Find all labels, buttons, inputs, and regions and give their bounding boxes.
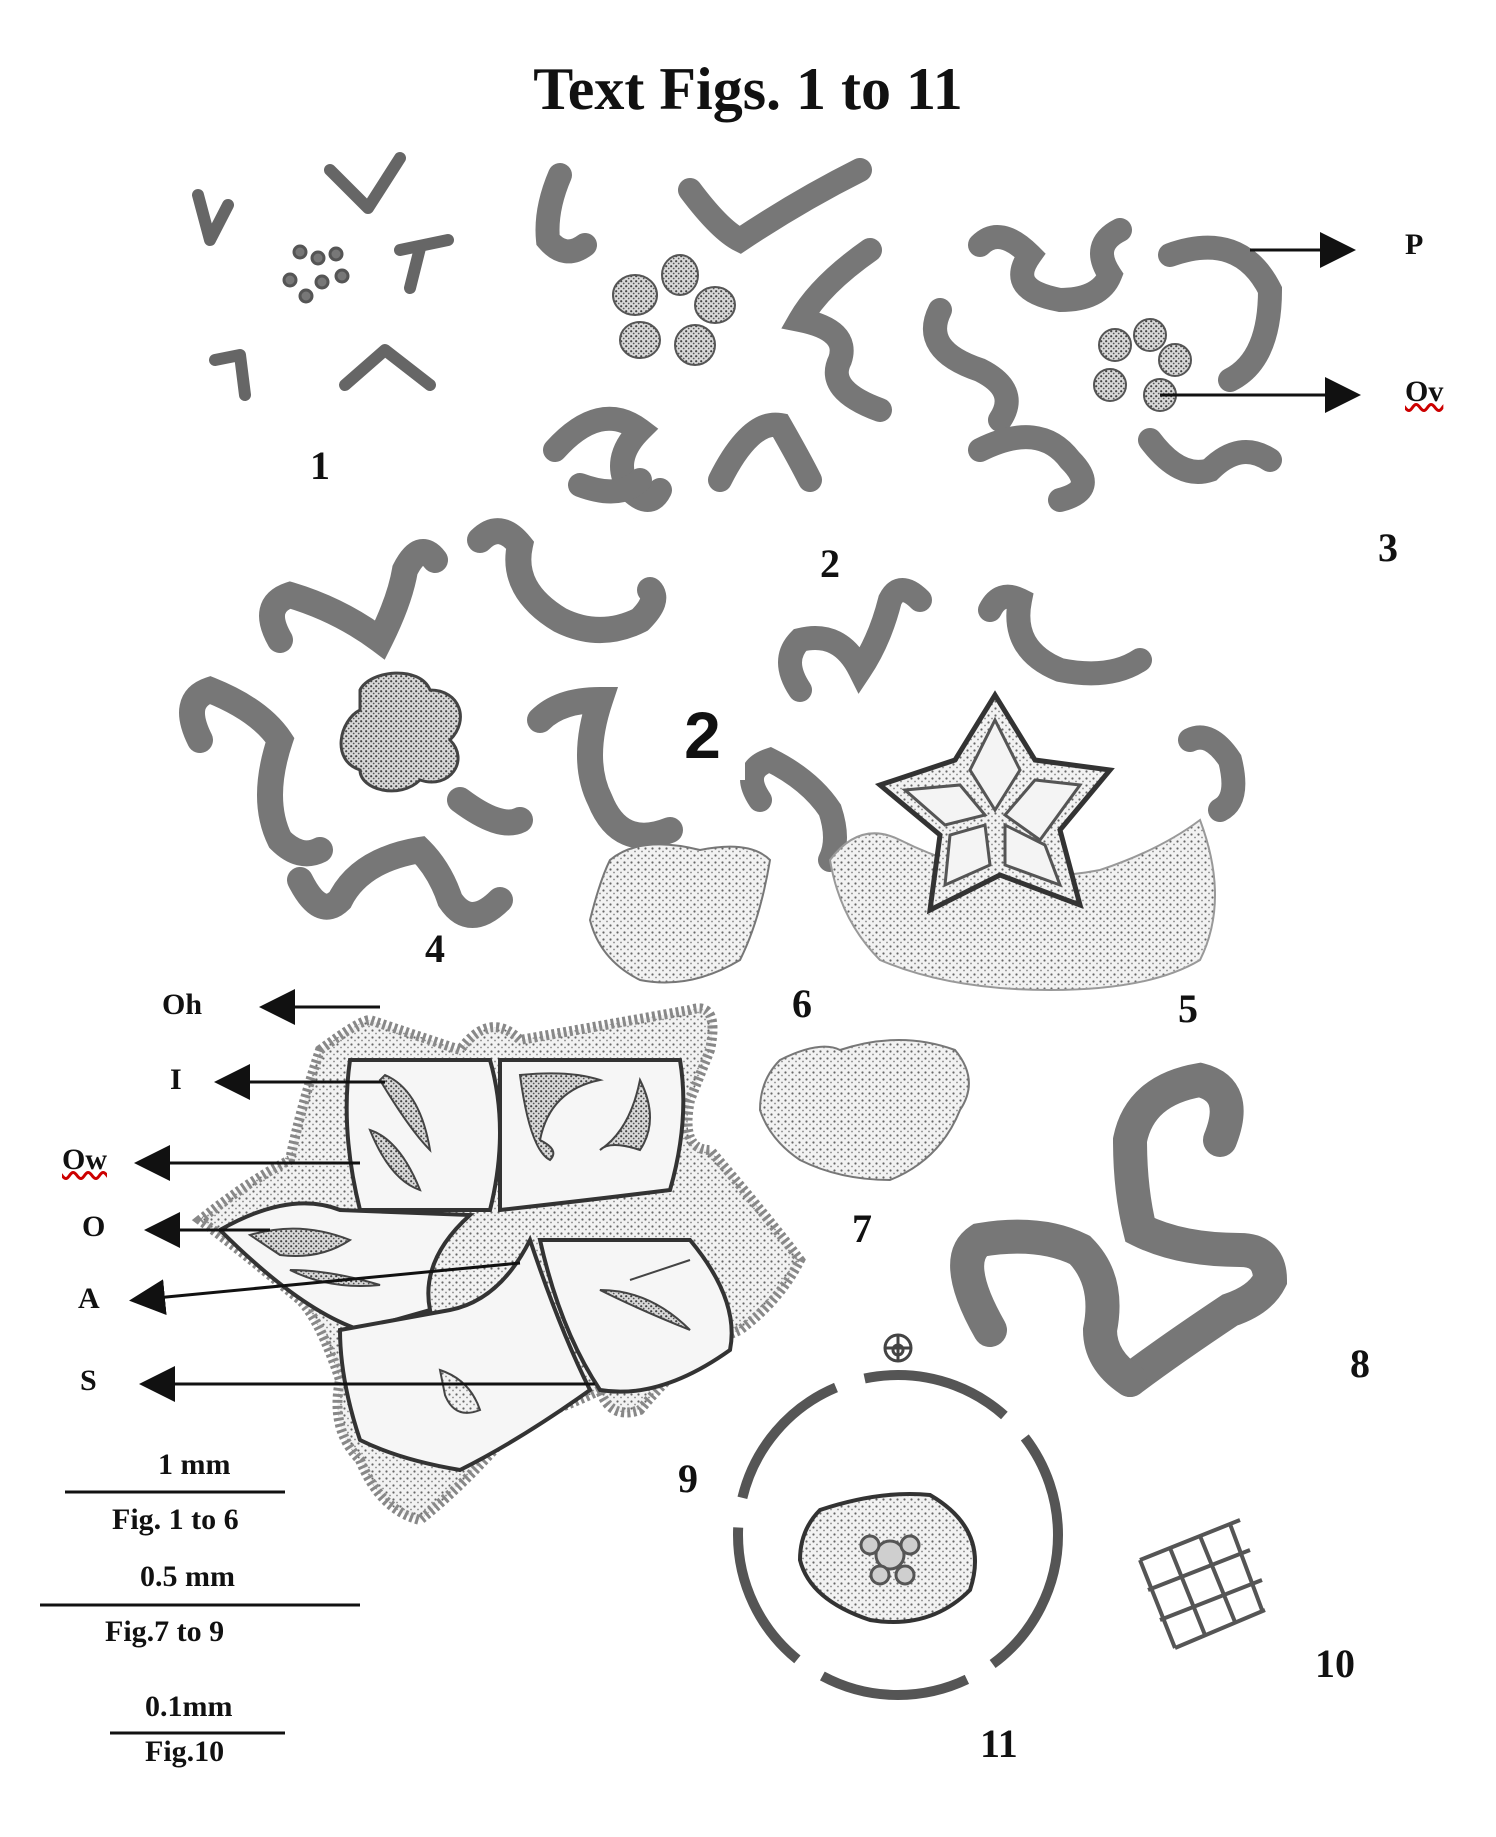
scale-value-2: 0.5 mm — [140, 1560, 235, 1593]
fig-number-10: 10 — [1315, 1641, 1355, 1686]
fig-number-5: 5 — [1178, 986, 1198, 1031]
label-o: O — [82, 1210, 106, 1243]
label-p: P — [1405, 228, 1424, 261]
fig-number-11: 11 — [980, 1721, 1018, 1766]
label-a: A — [78, 1282, 100, 1315]
fig-1-drawing — [192, 152, 454, 401]
fig-7-drawing — [758, 1039, 970, 1182]
fig-number-6: 6 — [792, 981, 812, 1026]
fig-number-3: 3 — [1378, 525, 1398, 570]
fig-number-4: 4 — [425, 926, 445, 971]
label-i: I — [170, 1063, 182, 1096]
fig-11-drawing — [733, 1333, 1063, 1700]
fig-10-drawing — [1138, 1518, 1266, 1650]
figure-title: Text Figs. 1 to 11 — [533, 56, 963, 122]
inset-label-box: 2 — [660, 690, 745, 780]
scale-caption-2: Fig.7 to 9 — [105, 1615, 225, 1648]
fig-6-drawing — [588, 843, 772, 984]
inset-label: 2 — [684, 698, 721, 772]
fig-4-drawing — [179, 518, 683, 928]
fig-5-drawing — [740, 578, 1246, 992]
fig-3-drawing — [923, 218, 1283, 512]
scale-value-1: 1 mm — [158, 1448, 231, 1481]
fig-number-8: 8 — [1350, 1341, 1370, 1386]
scale-bar-lines — [40, 1490, 360, 1735]
scale-caption-3: Fig.10 — [145, 1735, 225, 1768]
label-ov: Ov — [1405, 375, 1444, 408]
scale-value-3: 0.1mm — [145, 1690, 233, 1723]
scale-caption-1: Fig. 1 to 6 — [112, 1503, 239, 1536]
fig-number-7: 7 — [852, 1206, 872, 1251]
label-arrows — [129, 232, 1361, 1402]
fig-number-2: 2 — [820, 541, 840, 586]
fig-number-1: 1 — [310, 443, 330, 488]
label-oh: Oh — [162, 988, 203, 1021]
label-ow: Ow — [62, 1143, 107, 1176]
label-s: S — [80, 1364, 97, 1397]
fig-8-drawing — [950, 1062, 1288, 1397]
fig-2-drawing — [535, 158, 892, 512]
fig-number-9: 9 — [678, 1456, 698, 1501]
